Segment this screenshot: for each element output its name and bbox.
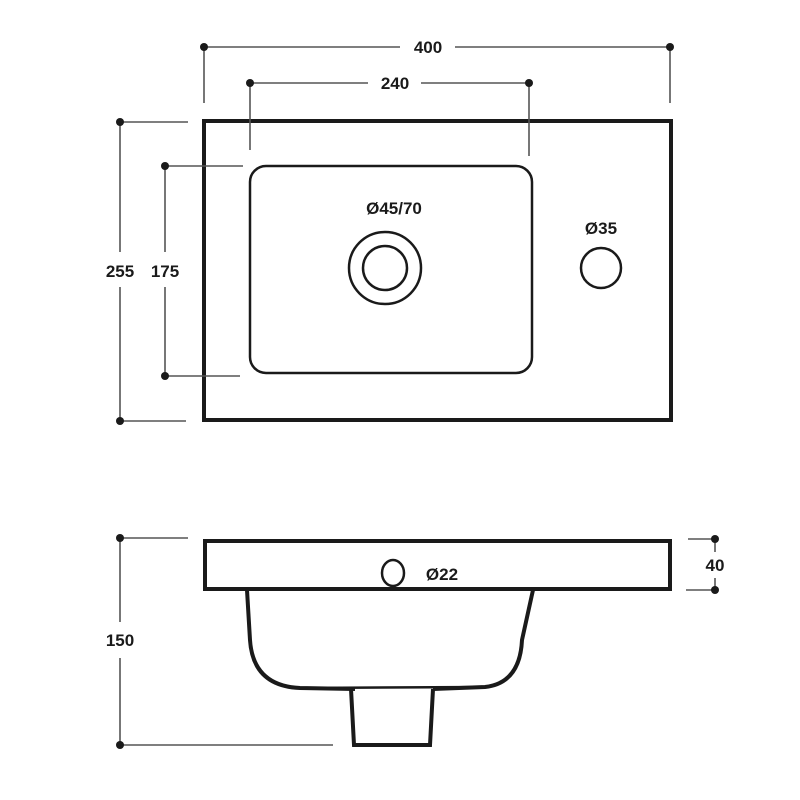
top-view: 400 240 255 175 Ø45/70 Ø35 xyxy=(106,38,674,425)
label-slab-thickness: 40 xyxy=(706,556,725,575)
dimension-bowl-depth xyxy=(161,162,243,380)
label-tap-hole-diameter: Ø35 xyxy=(585,219,617,238)
dimension-overall-height xyxy=(116,534,333,749)
overflow-hole-circle xyxy=(380,558,406,588)
top-view-outline xyxy=(202,119,673,422)
tap-hole-circle xyxy=(579,246,623,290)
dimension-bowl-width xyxy=(246,79,533,156)
bowl-outline xyxy=(248,164,534,375)
label-overflow-diameter: Ø22 xyxy=(426,565,458,584)
dimension-slab-thickness xyxy=(686,535,719,594)
dimension-overall-depth xyxy=(116,118,188,425)
label-overall-width: 400 xyxy=(414,38,442,57)
label-bowl-depth: 175 xyxy=(151,262,179,281)
label-overall-height: 150 xyxy=(106,631,134,650)
bowl-profile xyxy=(245,589,535,691)
drain-outlet xyxy=(349,688,435,747)
label-bowl-width: 240 xyxy=(381,74,409,93)
side-view: 150 40 Ø22 xyxy=(106,534,725,749)
drain-inner-circle xyxy=(361,244,409,292)
label-overall-depth: 255 xyxy=(106,262,134,281)
drain-outer-circle xyxy=(347,230,423,306)
side-view-slab xyxy=(203,539,672,591)
label-drain-diameter: Ø45/70 xyxy=(366,199,422,218)
dimension-overall-width xyxy=(200,43,674,103)
